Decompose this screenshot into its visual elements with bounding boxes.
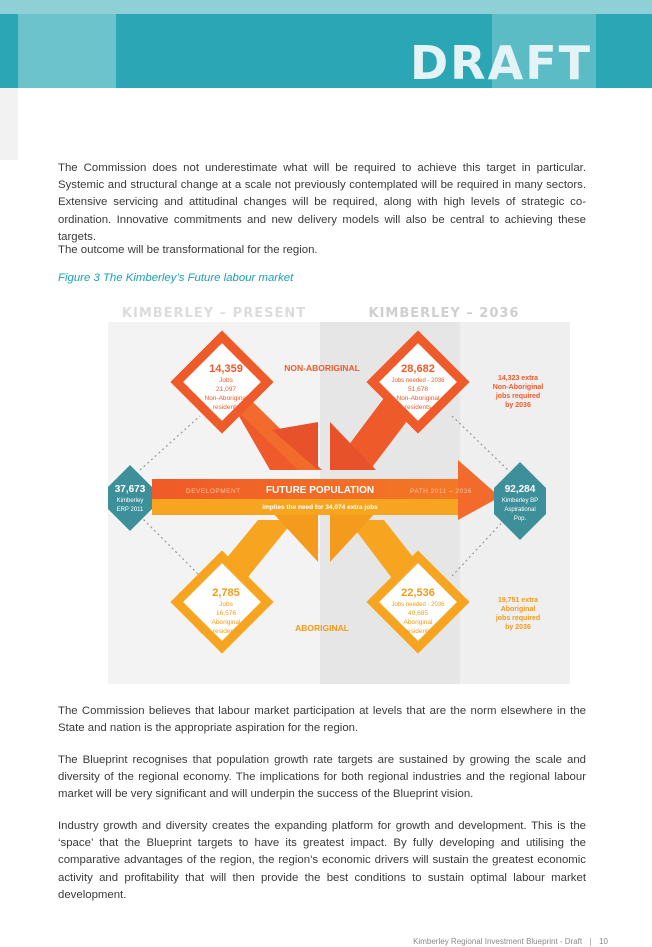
tl-value: 14,359 [209,363,243,375]
bl-line2: 16,576 [216,610,236,617]
header-present: KIMBERLEY – PRESENT [122,306,306,321]
side-tab [0,88,18,160]
right-circle-value: 92,284 [505,484,536,495]
band-arrowhead [458,460,500,520]
arrow-br-head [330,512,376,562]
future-population-label: FUTURE POPULATION [266,485,374,496]
paragraph-2: The outcome will be transformational for… [58,244,318,256]
br-line1: Jobs needed - 2036 [391,602,445,608]
implies-text: implies the need for 34,074 extra jobs [262,504,378,511]
header-future: KIMBERLEY – 2036 [369,306,520,321]
page-footer: Kimberley Regional Investment Blueprint … [413,937,608,946]
tl-line1: Jobs [219,377,233,384]
tl-line4: residents [213,404,240,411]
br-line4: residents [405,628,432,635]
jobs-band [152,499,468,515]
figure-caption: Figure 3 The Kimberley’s Future labour m… [58,272,294,284]
diamond-top-left [170,330,274,434]
right-circle-line2: Aspirational [504,507,535,513]
right-top-note-line3: jobs required [495,393,540,400]
aboriginal-label: ABORIGINAL [295,623,349,633]
tl-line2: 21,097 [216,386,236,393]
connector-br [451,515,509,577]
right-bottom-note-line3: jobs required [495,615,540,622]
arrow-bl-head [272,512,318,562]
right-bottom-note-line4: by 2036 [505,624,531,631]
br-line3: Aboriginal [404,619,433,626]
right-top-note-line1: 14,323 extra [498,375,538,382]
header-tile-left [18,14,116,88]
right-bottom-note-line1: 19,751 extra [498,597,538,604]
tr-value: 28,682 [401,363,435,375]
br-line2: 40,685 [408,610,428,617]
tr-line2: 51,678 [408,386,428,393]
bl-line1: Jobs [219,601,233,608]
bl-line4: residents [213,628,240,635]
paragraph-3: The Commission believes that labour mark… [58,705,586,735]
page-number: 10 [599,937,608,946]
diamond-bottom-left [170,550,274,654]
left-circle-line2: ERP 2011 [117,507,144,513]
tr-line4: residents [405,404,432,411]
paragraph-5: Industry growth and diversity creates th… [58,820,586,901]
labour-market-figure: KIMBERLEY – PRESENT KIMBERLEY – 2036 DEV… [108,306,570,684]
tl-line3: Non-Aboriginal [205,395,249,402]
right-top-note-line4: by 2036 [505,402,531,409]
right-circle-line3: Pop. [514,516,527,522]
page-header: DRAFT [0,0,652,88]
header-strip [0,0,652,14]
path-label: PATH 2011 – 2036 [410,488,472,495]
tr-line1: Jobs needed - 2036 [391,378,445,384]
diamond-top-right [366,330,470,434]
arrow-tr-head [330,422,376,470]
right-circle-line1: Kimberley BP [502,498,538,504]
bl-line3: Aboriginal [212,619,241,626]
right-bottom-note-line2: Aboriginal [501,606,536,613]
right-circle [494,462,546,540]
arrow-tl-head [272,422,318,470]
header-tile-right [492,14,596,88]
footer-title: Kimberley Regional Investment Blueprint … [413,937,583,946]
footer-separator [590,937,592,946]
tr-line3: Non-Aboriginal [397,395,441,402]
non-aboriginal-label: NON-ABORIGINAL [284,363,360,373]
br-value: 22,536 [401,587,435,599]
paragraph-1: The Commission does not underestimate wh… [58,162,586,243]
connector-tl [139,415,201,471]
bl-value: 2,785 [212,587,240,599]
left-circle-value: 37,673 [115,484,146,495]
development-label: DEVELOPMENT [186,488,241,495]
right-top-note-line2: Non-Aboriginal [493,384,544,391]
paragraph-4: The Blueprint recognises that population… [58,754,586,801]
diamond-bottom-right [366,550,470,654]
left-circle [108,465,152,531]
left-circle-line1: Kimberley [117,498,144,504]
connector-bl [139,515,201,577]
draft-stamp: DRAFT [409,36,592,90]
development-band [152,479,472,499]
